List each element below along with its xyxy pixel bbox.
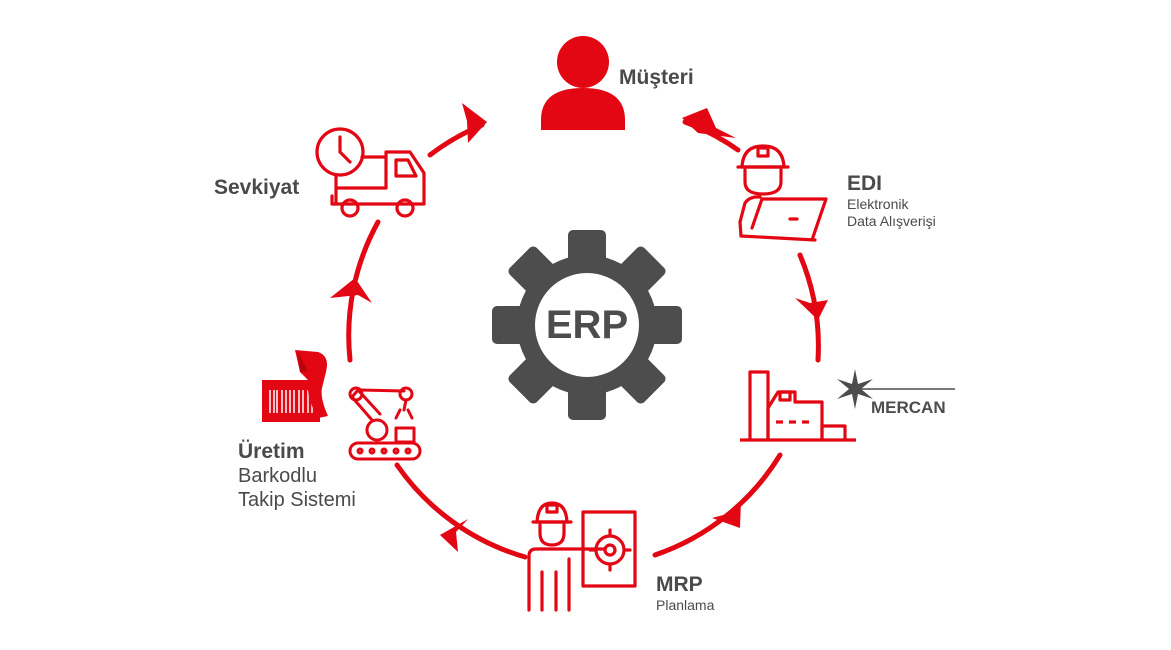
erp-label: ERP <box>546 303 628 347</box>
delivery-truck-icon <box>315 127 426 218</box>
musteri-label: Müşteri <box>619 66 694 89</box>
erp-gear-icon <box>492 230 682 420</box>
mrp-subtitle: Planlama <box>656 597 715 613</box>
cycle-arrows <box>330 103 828 552</box>
engineer-board-icon <box>527 501 637 612</box>
sevkiyat-label: Sevkiyat <box>214 176 300 199</box>
arrow-head <box>440 519 468 552</box>
arrow-head <box>330 278 372 303</box>
factory-icon <box>740 370 856 442</box>
uretim-subtitle-line2: Takip Sistemi <box>238 489 356 511</box>
mercan-logo: MERCAN <box>871 398 946 417</box>
uretim-subtitle-line1: Barkodlu <box>238 465 317 487</box>
mercan-star-icon <box>837 369 955 409</box>
arrow-head <box>682 108 736 138</box>
mrp-node-label: MRP Planlama <box>656 573 714 614</box>
edi-node-label: EDI Elektronik Data Alışverişi <box>847 172 936 230</box>
person-icon <box>541 36 625 130</box>
edi-subtitle-line1: Elektronik <box>847 196 909 212</box>
arrow-head <box>795 298 828 320</box>
edi-title: EDI <box>847 172 883 195</box>
engineer-laptop-icon <box>736 144 828 242</box>
arrow-head <box>462 103 487 143</box>
uretim-node-label: Üretim Barkodlu Takip Sistemi <box>238 440 356 512</box>
barcode-scanner-icon <box>295 350 328 418</box>
uretim-title: Üretim <box>238 440 305 463</box>
robot-arm-icon <box>348 386 422 461</box>
edi-subtitle-line2: Data Alışverişi <box>847 213 936 229</box>
mrp-title: MRP <box>656 573 703 596</box>
arrow-head <box>712 500 741 528</box>
